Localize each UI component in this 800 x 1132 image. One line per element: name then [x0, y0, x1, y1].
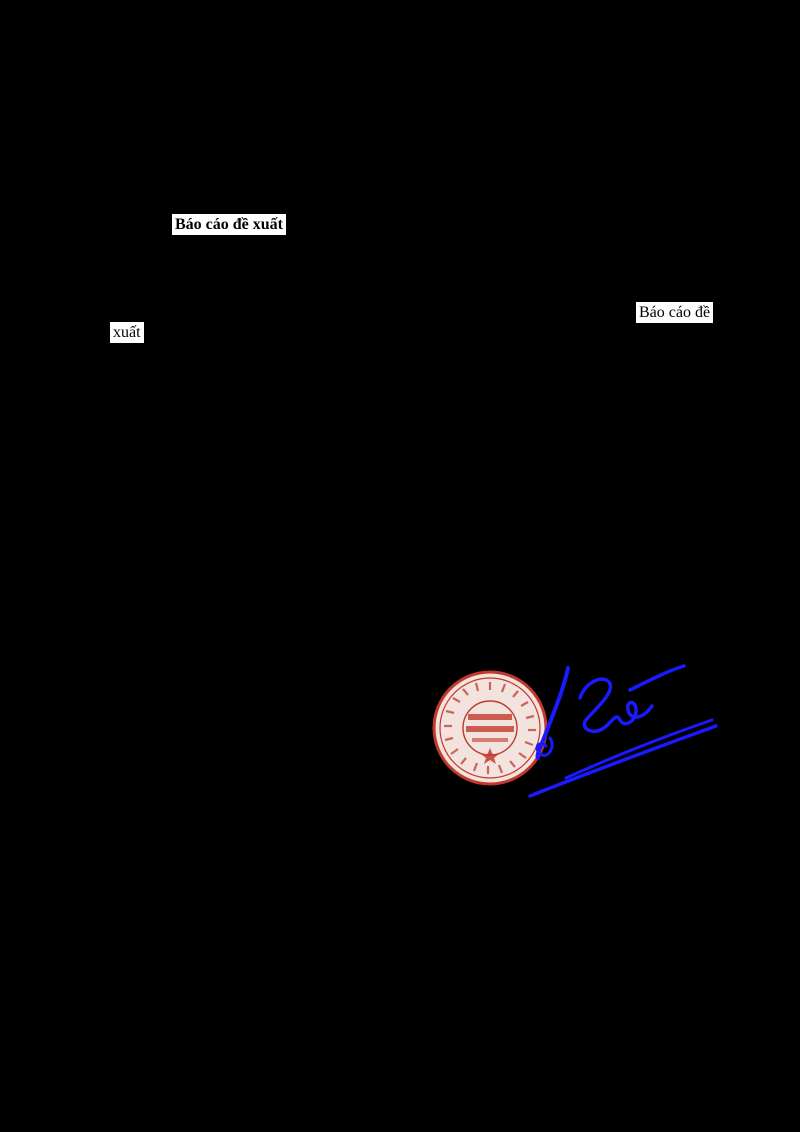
official-seal-icon: [432, 670, 548, 786]
body-text-fragment-line-start: xuất: [110, 322, 144, 343]
handwritten-signature-icon: [528, 664, 718, 798]
body-text-fragment-line-end: Báo cáo đề: [636, 302, 714, 323]
seal-and-signature: [432, 664, 718, 798]
report-heading: Báo cáo đề xuất: [172, 214, 286, 235]
